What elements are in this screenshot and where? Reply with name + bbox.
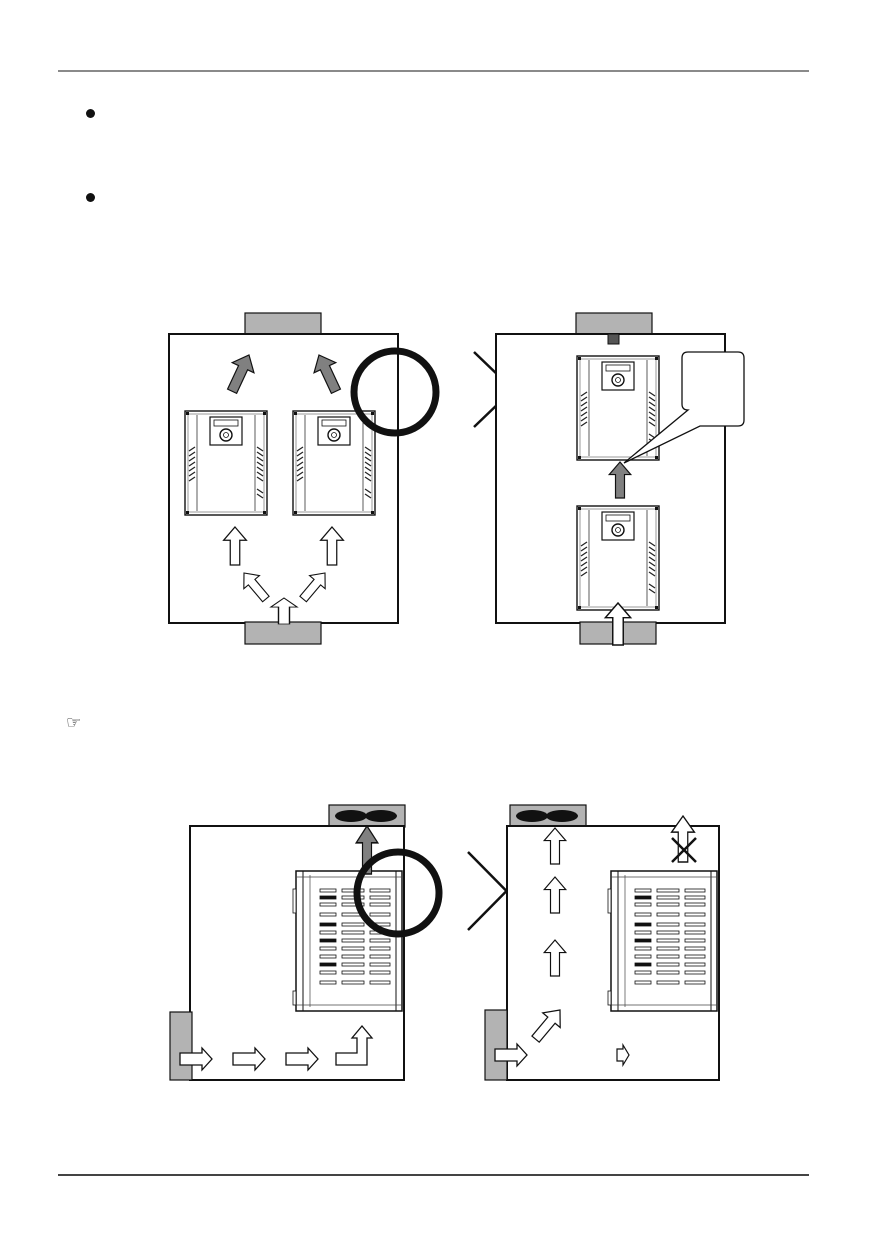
- bullet-marker-2: [86, 193, 95, 202]
- panel-incorrect-fan: [484, 804, 720, 1081]
- figure-panel-vertical: [168, 312, 745, 646]
- footer-rule: [58, 1174, 809, 1176]
- circle-icon: [353, 848, 443, 938]
- panel-correct-fan: [169, 804, 406, 1081]
- circle-icon: [350, 347, 440, 437]
- bullet-marker-1: [86, 109, 95, 118]
- pointing-hand-icon: ☞: [66, 713, 82, 733]
- panel-incorrect-vertical: [495, 312, 745, 646]
- figure-panel-fan: [169, 804, 720, 1081]
- panel-correct-vertical: [168, 312, 399, 645]
- header-rule: [58, 70, 809, 72]
